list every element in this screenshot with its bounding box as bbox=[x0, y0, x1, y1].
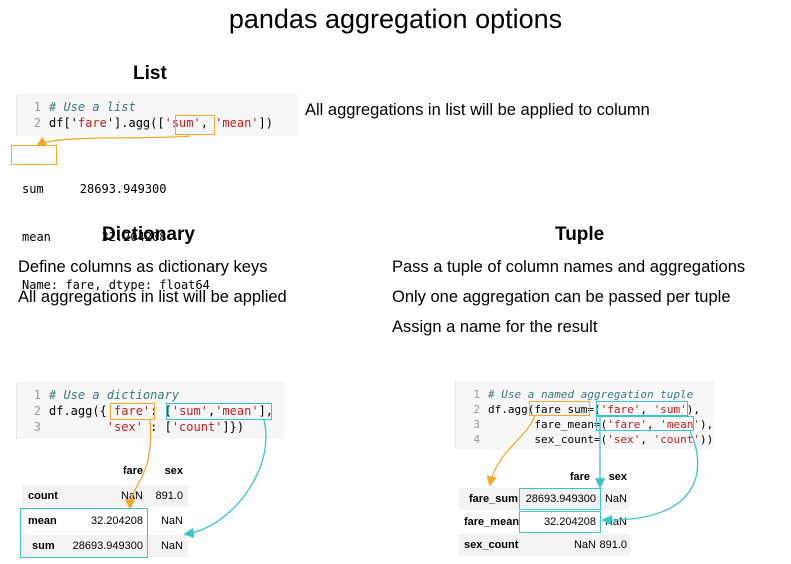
table-row: count NaN 891.0 bbox=[22, 485, 188, 507]
table-row: sex_count NaN 891.0 bbox=[458, 534, 630, 556]
tuple-result-table: fare sex fare_sum 28693.949300 NaN fare_… bbox=[458, 466, 630, 564]
table-cell: 28693.949300 bbox=[72, 540, 143, 552]
code-line: 1# Use a dictionary bbox=[33, 388, 180, 402]
column-header: sex bbox=[164, 465, 183, 477]
output-line: mean 32.204208 bbox=[22, 230, 167, 244]
table-cell: NaN bbox=[604, 516, 627, 528]
table-cell: NaN bbox=[160, 515, 183, 527]
table-cell: NaN bbox=[604, 493, 627, 505]
tuple-fare-sum-name-highlight bbox=[529, 401, 590, 416]
table-cell: 28693.949300 bbox=[525, 493, 596, 505]
dictionary-heading: Dictionary bbox=[102, 224, 195, 245]
tuple-line-3: Assign a name for the result bbox=[392, 318, 598, 336]
code-line: 3 fare_mean=('fare', 'mean'), bbox=[473, 418, 714, 431]
code-line: 1# Use a list bbox=[33, 100, 136, 114]
row-index: count bbox=[28, 490, 58, 502]
table-cell: 32.204208 bbox=[544, 516, 596, 528]
tuple-line-2: Only one aggregation can be passed per t… bbox=[392, 288, 731, 306]
tuple-fare-sum-value-highlight bbox=[519, 488, 601, 510]
dictionary-line-1: Define columns as dictionary keys bbox=[18, 258, 268, 276]
row-index: sex_count bbox=[464, 539, 519, 551]
table-cell: NaN bbox=[160, 540, 183, 552]
code-line: 4 sex_count=('sex', 'count')) bbox=[473, 433, 714, 446]
code-line: 3 'sex' : ['count']}) bbox=[33, 420, 245, 434]
list-sum-highlight bbox=[175, 115, 215, 135]
row-index: fare_mean bbox=[464, 516, 520, 528]
table-cell: 891.0 bbox=[599, 539, 627, 551]
tuple-fare-mean-tuple-highlight bbox=[596, 416, 694, 431]
table-row: sum 28693.949300 NaN bbox=[22, 535, 188, 557]
table-header-row: fare sex bbox=[22, 460, 188, 482]
output-line: sum 28693.949300 bbox=[22, 182, 167, 196]
column-header: fare bbox=[569, 471, 590, 483]
tuple-line-1: Pass a tuple of column names and aggrega… bbox=[392, 258, 746, 276]
table-row: fare_sum 28693.949300 NaN bbox=[458, 488, 630, 510]
tuple-fare-mean-value-highlight bbox=[519, 511, 601, 533]
list-output-sum-highlight bbox=[11, 145, 57, 165]
list-description: All aggregations in list will be applied… bbox=[305, 101, 650, 119]
table-cell: 891.0 bbox=[155, 490, 183, 502]
row-index: sum bbox=[32, 540, 55, 552]
table-cell: NaN bbox=[573, 539, 596, 551]
list-arrow bbox=[35, 135, 191, 147]
code-line: 1# Use a named aggregation tuple bbox=[473, 388, 694, 401]
table-cell: 32.204208 bbox=[91, 515, 143, 527]
table-header-row: fare sex bbox=[458, 466, 630, 488]
list-output: sum 28693.949300 mean 32.204208 Name: fa… bbox=[22, 149, 210, 309]
column-header: sex bbox=[608, 471, 627, 483]
dict-agg-list-highlight bbox=[166, 403, 272, 420]
page-title: pandas aggregation options bbox=[228, 4, 563, 34]
row-index: fare_sum bbox=[469, 493, 518, 505]
dict-result-highlight bbox=[20, 508, 148, 558]
column-header: fare bbox=[122, 465, 143, 477]
table-row: mean 32.204208 NaN bbox=[22, 510, 188, 532]
row-index: mean bbox=[28, 515, 57, 527]
tuple-fare-sum-tuple-highlight bbox=[596, 401, 688, 416]
list-heading: List bbox=[133, 63, 167, 84]
table-cell: NaN bbox=[120, 490, 143, 502]
dict-fare-key-highlight bbox=[110, 403, 155, 420]
output-line: Name: fare, dtype: float64 bbox=[22, 278, 210, 292]
tuple-heading: Tuple bbox=[555, 224, 605, 245]
dictionary-line-2: All aggregations in list will be applied bbox=[18, 288, 287, 306]
